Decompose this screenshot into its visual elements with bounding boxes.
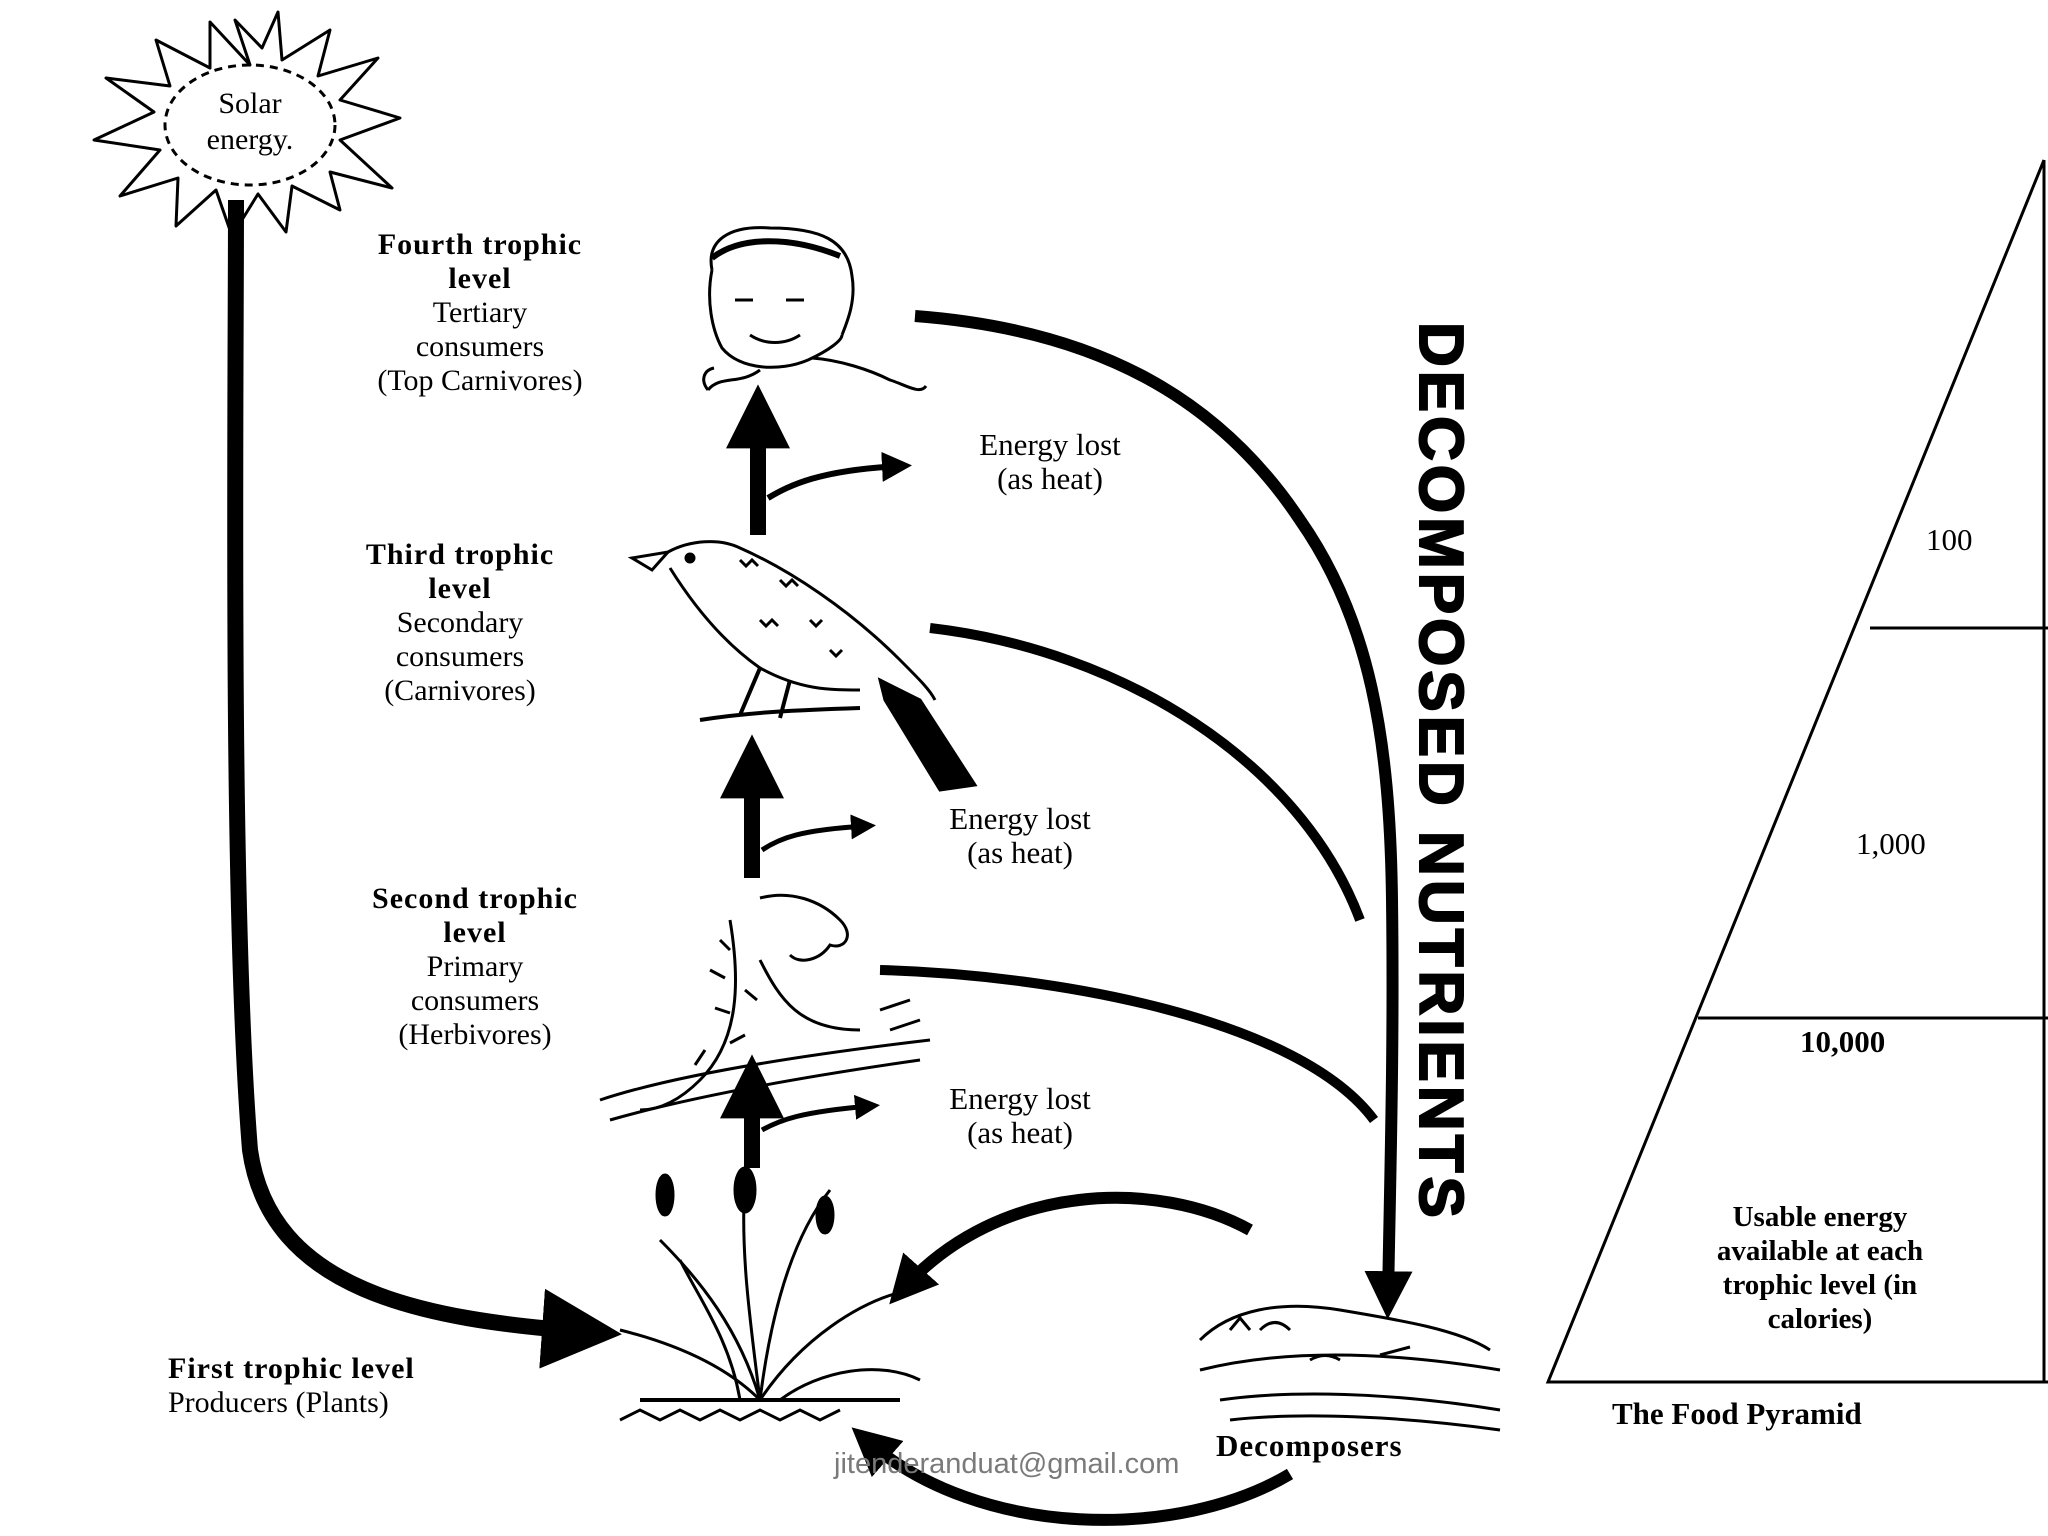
decomposer-icon (1198, 1304, 1501, 1432)
fourth-level-line2: consumers (415, 330, 545, 363)
sun-label: Solar energy. (180, 86, 320, 158)
energy-lost-label-middle: Energy lost (as heat) (900, 802, 1140, 870)
human-icon (702, 226, 928, 392)
energy-lost-label-top: Energy lost (as heat) (930, 428, 1170, 496)
energy-lost-bottom-line2: (as heat) (967, 1115, 1073, 1150)
heat-arrow-3 (766, 451, 912, 501)
pyramid-value-bottom: 10,000 (1800, 1024, 1886, 1059)
fourth-level-line1: Tertiary (432, 296, 528, 329)
energy-lost-middle-line2: (as heat) (967, 835, 1073, 870)
pyramid-caption-line2: available at each (1716, 1235, 1924, 1267)
second-level-title1: Second trophic (372, 882, 578, 915)
pyramid-value-top: 100 (1926, 522, 1973, 557)
svg-text:DECOMPOSED NUTRIENTS: DECOMPOSED NUTRIENTS (1406, 322, 1475, 1222)
plant-icon (619, 1166, 921, 1422)
pyramid-caption-line3: trophic level (in (1722, 1269, 1918, 1301)
food-pyramid (1545, 159, 2048, 1384)
third-level-line1: Secondary (396, 606, 524, 639)
third-level-line2: consumers (395, 640, 525, 673)
second-level-label: Second trophic level Primary consumers (… (310, 882, 640, 1052)
fourth-level-line3: (Top Carnivores) (377, 364, 583, 397)
second-level-line1: Primary (426, 950, 524, 983)
second-level-title2: level (443, 916, 507, 949)
second-level-line2: consumers (410, 984, 540, 1017)
decomposers-label: Decomposers (1216, 1428, 1403, 1463)
first-level-line2: Producers (Plants) (168, 1386, 389, 1419)
fourth-level-title2: level (448, 262, 512, 295)
decomposed-nutrients-label: DECOMPOSED NUTRIENTS (1405, 321, 1476, 1223)
fourth-level-title1: Fourth trophic (377, 228, 583, 261)
bird-icon (627, 540, 978, 792)
nutrient-arrow-second (879, 965, 1379, 1123)
energy-lost-label-bottom: Energy lost (as heat) (900, 1082, 1140, 1150)
third-level-label: Third trophic level Secondary consumers … (300, 538, 620, 708)
energy-lost-top-line2: (as heat) (997, 461, 1103, 496)
third-level-title1: Third trophic (365, 538, 555, 571)
third-level-line3: (Carnivores) (384, 674, 536, 707)
sun-icon (92, 10, 402, 238)
recycle-arrow-upper (889, 1191, 1253, 1305)
heat-arrow-2 (760, 814, 876, 853)
pyramid-value-middle: 1,000 (1856, 826, 1926, 861)
fourth-level-label: Fourth trophic level Tertiary consumers … (310, 228, 650, 398)
heat-arrow-1 (760, 1094, 880, 1133)
sun-label-line2: energy. (206, 123, 294, 156)
pyramid-caption: Usable energy available at each trophic … (1640, 1200, 2000, 1336)
recycle-arrow-lower (851, 1427, 1294, 1526)
third-level-title2: level (428, 572, 492, 605)
energy-lost-bottom-line1: Energy lost (949, 1081, 1091, 1116)
first-level-label: First trophic level Producers (Plants) (168, 1352, 528, 1420)
pyramid-caption-line1: Usable energy (1732, 1201, 1908, 1233)
sun-label-line1: Solar (218, 87, 282, 120)
solar-energy-arrow (227, 199, 622, 1369)
energy-lost-top-line1: Energy lost (979, 427, 1121, 462)
nutrient-arrow-third (929, 623, 1365, 922)
watermark: jitenderanduat@gmail.com (834, 1448, 1180, 1480)
energy-lost-middle-line1: Energy lost (949, 801, 1091, 836)
herbivore-icon (599, 893, 931, 1122)
pyramid-title: The Food Pyramid (1612, 1396, 1862, 1431)
nutrient-arrow-fourth (914, 310, 1413, 1320)
second-level-line3: (Herbivores) (398, 1018, 552, 1051)
first-level-line1: First trophic level (168, 1352, 415, 1385)
pyramid-caption-line4: calories) (1767, 1303, 1873, 1335)
